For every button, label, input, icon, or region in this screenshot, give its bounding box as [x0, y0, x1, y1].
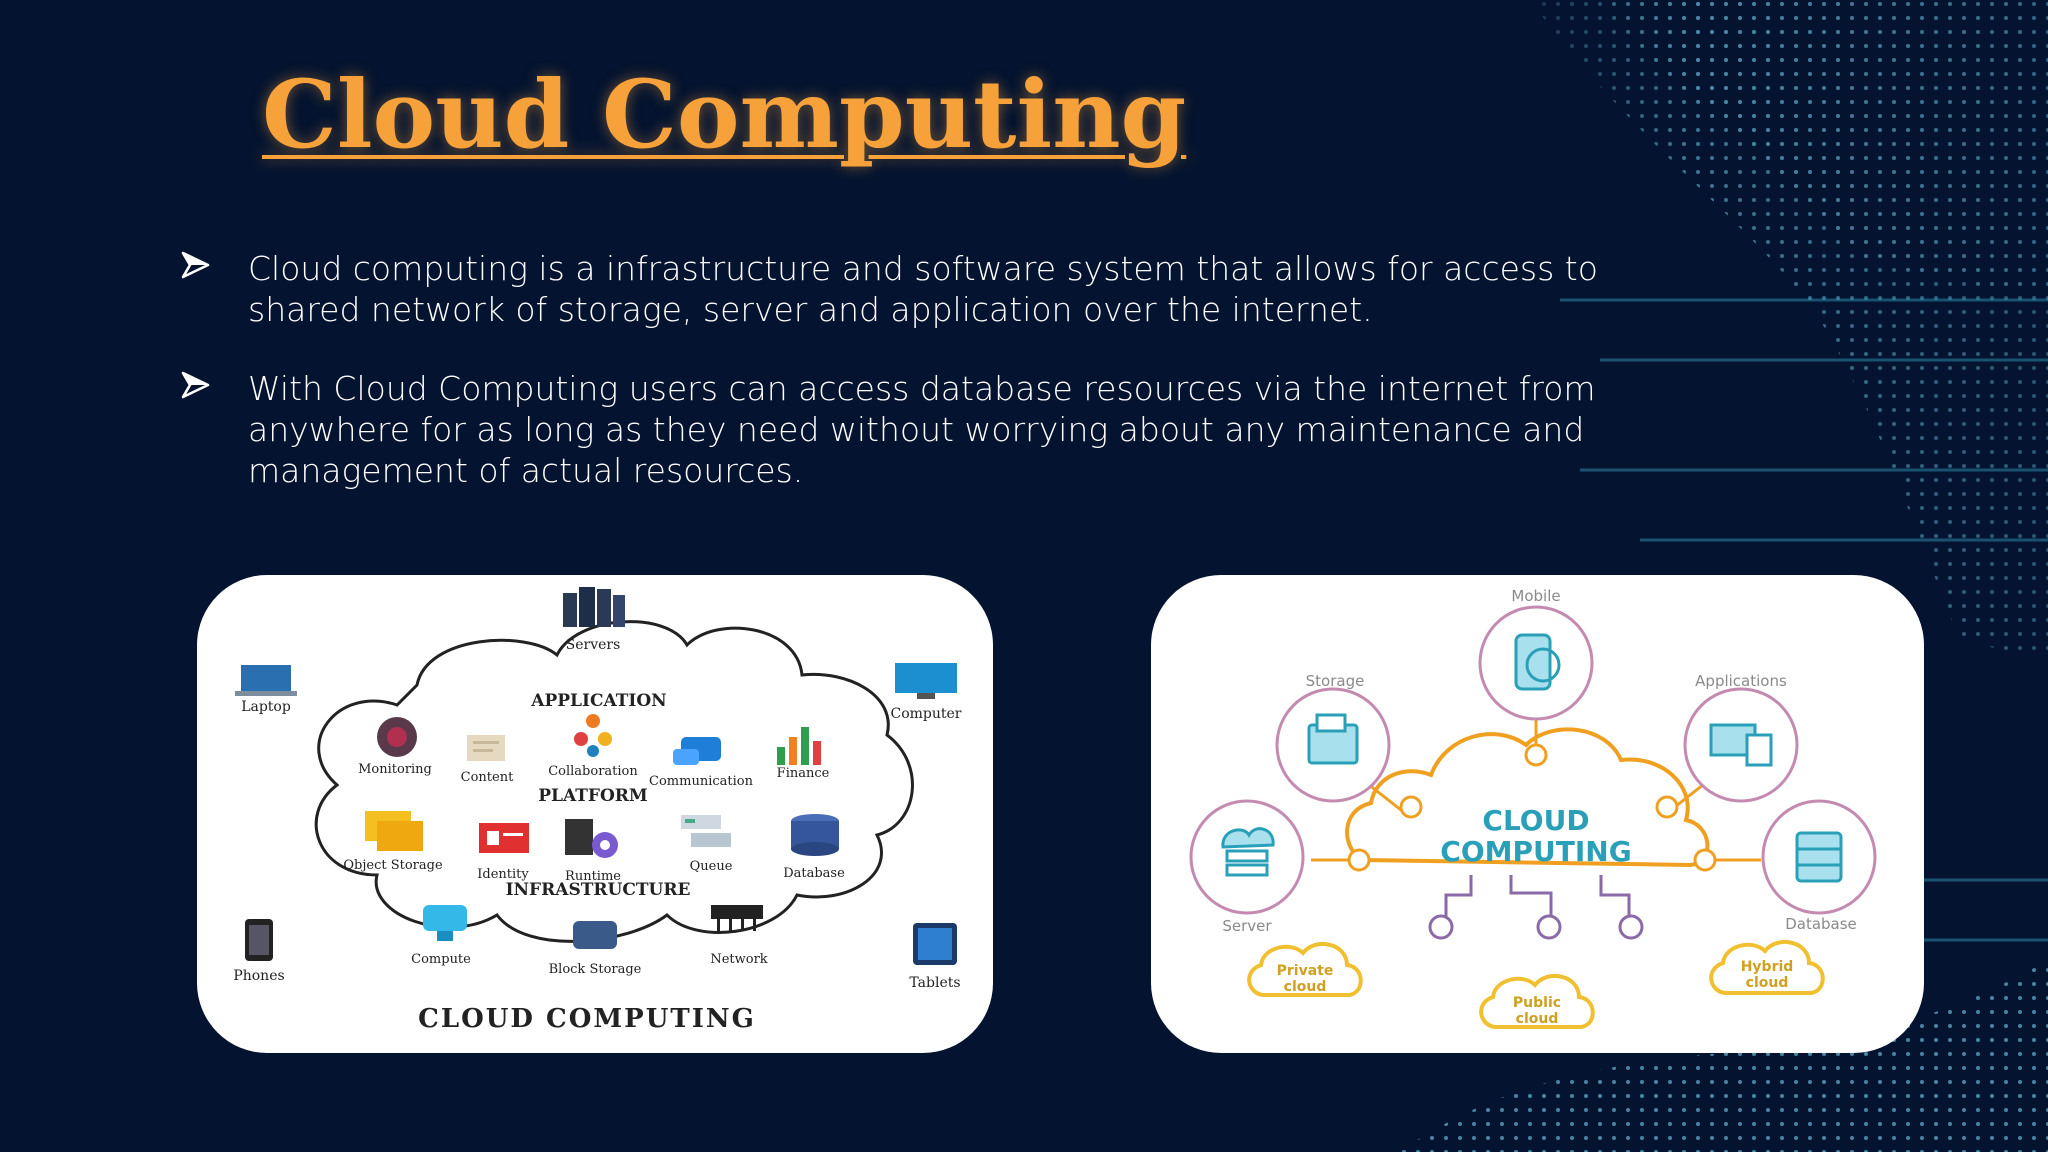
hybrid-cloud [1709, 940, 1825, 995]
cloud-server-icon [1221, 827, 1275, 877]
phones-label: Phones [233, 968, 284, 984]
mobile-icon [1514, 633, 1561, 691]
application-header: APPLICATION [530, 691, 666, 711]
runtime-label: Runtime [565, 869, 621, 884]
monitoring-label: Monitoring [358, 762, 432, 777]
communication-label: Communication [649, 774, 754, 789]
hybrid-cloud-line1: Hybrid [1741, 959, 1794, 975]
private-cloud [1247, 942, 1363, 997]
bullet-list: Cloud computing is a infrastructure and … [180, 248, 1700, 529]
bullet-text: With Cloud Computing users can access da… [248, 369, 1596, 490]
bullet-item: With Cloud Computing users can access da… [180, 368, 1700, 491]
computer-label: Computer [891, 706, 962, 722]
central-cloud-outline [1345, 727, 1710, 868]
arrow-bullet-icon [180, 248, 248, 284]
identity-icon [479, 823, 529, 853]
object-storage-icon [365, 811, 423, 851]
cloud-computing-hub-diagram: CLOUD COMPUTING Mobile [1151, 575, 1924, 1053]
public-cloud-line1: Public [1513, 995, 1561, 1011]
queue-icon [681, 815, 731, 847]
network-icon [711, 905, 763, 931]
queue-label: Queue [690, 859, 733, 874]
laptop-icon [235, 665, 297, 696]
servers-label: Servers [566, 637, 621, 653]
cloud-outline [314, 620, 914, 943]
bullet-text: Cloud computing is a infrastructure and … [248, 249, 1598, 329]
communication-icon [673, 737, 721, 765]
content-icon [467, 735, 505, 761]
database-label: Database [783, 866, 845, 881]
laptop-label: Laptop [241, 699, 291, 715]
database-stack-icon [1795, 831, 1843, 883]
applications-label: Applications [1695, 672, 1787, 690]
private-cloud-line1: Private [1277, 963, 1334, 979]
public-cloud [1479, 974, 1595, 1029]
server-label: Server [1222, 917, 1272, 935]
bullet-item: Cloud computing is a infrastructure and … [180, 248, 1700, 330]
storage-label: Storage [1306, 672, 1365, 690]
folder-icon [1307, 713, 1359, 765]
hybrid-cloud-line2: cloud [1746, 975, 1789, 991]
center-label-line2: COMPUTING [1440, 835, 1631, 868]
cloud-services-diagram: Servers Laptop Computer Phones Tablets A… [197, 575, 993, 1053]
compute-icon [423, 905, 467, 941]
finance-icon [777, 727, 821, 765]
tablet-icon [913, 923, 957, 965]
phone-icon [245, 919, 273, 961]
finance-label: Finance [777, 766, 830, 781]
runtime-icon [565, 819, 618, 858]
infrastructure-header: INFRASTRUCTURE [506, 880, 691, 900]
public-cloud-line2: cloud [1516, 1011, 1559, 1027]
collaboration-icon [574, 714, 612, 757]
servers-icon [563, 587, 625, 627]
mobile-label: Mobile [1511, 587, 1560, 605]
platform-header: PLATFORM [538, 786, 648, 806]
slide-title: Cloud Computing [262, 60, 1187, 170]
block-storage-label: Block Storage [549, 962, 642, 977]
tablets-label: Tablets [909, 975, 960, 991]
identity-label: Identity [477, 867, 529, 882]
monitoring-icon [377, 717, 417, 757]
diagram-caption: CLOUD COMPUTING [418, 1004, 756, 1034]
object-storage-label: Object Storage [343, 858, 443, 873]
collaboration-label: Collaboration [548, 764, 638, 779]
applications-icon [1709, 723, 1773, 767]
database-icon [791, 814, 839, 856]
computer-icon [895, 663, 957, 699]
database-label: Database [1785, 915, 1857, 933]
content-label: Content [461, 770, 514, 785]
compute-label: Compute [411, 952, 471, 967]
network-label: Network [710, 952, 767, 967]
arrow-bullet-icon [180, 368, 248, 404]
private-cloud-line2: cloud [1284, 979, 1327, 995]
block-storage-icon [573, 921, 617, 949]
center-label-line1: CLOUD [1482, 804, 1589, 837]
